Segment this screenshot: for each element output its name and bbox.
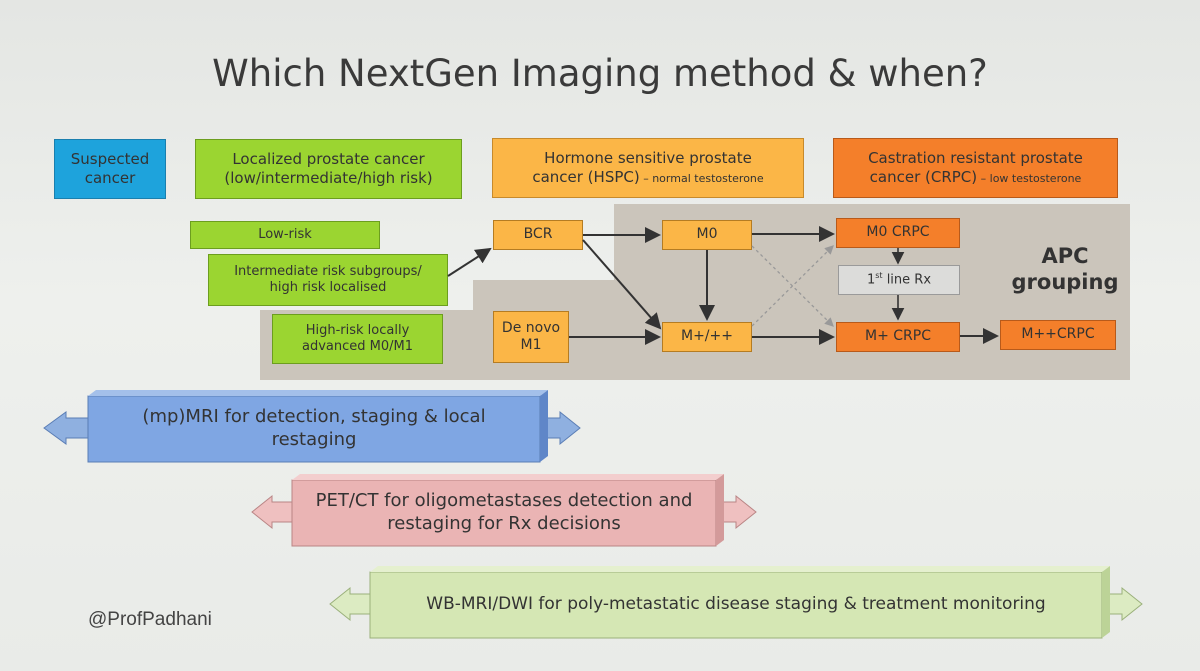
wb-bar-label: WB-MRI/DWI for poly-metastatic disease s… — [370, 593, 1102, 615]
header-suspected-line1: Suspected — [70, 150, 150, 169]
pet-bar-arrow — [251, 474, 757, 547]
high-risk-line2: advanced M0/M1 — [301, 339, 413, 354]
author-handle: @ProfPadhani — [88, 609, 212, 630]
header-crpc-note: – low testosterone — [977, 172, 1082, 185]
arrow-intermediate-to-bcr — [447, 247, 492, 277]
mri-bar-arrow — [43, 390, 581, 463]
mri-label-line1: (mp)MRI for detection, staging & local — [142, 406, 486, 427]
header-hspc-line1: Hormone sensitive prostate — [544, 149, 752, 168]
node-m-plus-label: M+/++ — [681, 328, 733, 345]
node-first-line-rx: 1st line Rx — [838, 265, 960, 295]
arrow-dotted-mplus-to-m0crpc — [751, 245, 834, 327]
intermediate-risk-box: Intermediate risk subgroups/ high risk l… — [208, 254, 448, 306]
node-de-novo-m1: De novo M1 — [493, 311, 569, 363]
node-m0: M0 — [662, 220, 752, 250]
pet-label-line1: PET/CT for oligometastases detection and — [315, 490, 693, 511]
node-de-novo-line1: De novo — [501, 319, 561, 336]
header-localized-cancer: Localized prostate cancer (low/intermedi… — [195, 139, 462, 199]
mri-bar-label: (mp)MRI for detection, staging & local r… — [88, 405, 540, 452]
node-m-plus-crpc: M+ CRPC — [836, 322, 960, 352]
node-m0-crpc: M0 CRPC — [836, 218, 960, 248]
first-line-number: 1 — [866, 272, 876, 288]
intermediate-risk-line1: Intermediate risk subgroups/ — [234, 263, 422, 279]
high-risk-box: High-risk locally advanced M0/M1 — [272, 314, 443, 364]
first-line-label: line Rx — [882, 272, 932, 288]
header-crpc: Castration resistant prostate cancer (CR… — [833, 138, 1118, 198]
apc-label-line2: grouping — [1011, 270, 1119, 295]
header-localized-line1: Localized prostate cancer — [232, 150, 425, 169]
node-m-plus: M+/++ — [662, 322, 752, 352]
pet-bar-label: PET/CT for oligometastases detection and… — [292, 489, 716, 536]
slide-title: Which NextGen Imaging method & when? — [212, 52, 988, 95]
header-hspc-line2: cancer (HSPC) — [532, 168, 640, 186]
wb-label-line1: WB-MRI/DWI for poly-metastatic disease s… — [426, 594, 1046, 614]
mri-label-line2: restaging — [271, 429, 357, 451]
node-m0-crpc-label: M0 CRPC — [866, 224, 930, 241]
apc-grouping-label: APC grouping — [1010, 243, 1120, 296]
apc-label-line1: APC — [1041, 244, 1089, 268]
low-risk-box: Low-risk — [190, 221, 380, 249]
first-line-sup: st — [875, 271, 883, 281]
node-bcr-label: BCR — [523, 226, 553, 243]
header-suspected-cancer: Suspected cancer — [54, 139, 166, 199]
header-hspc-note: – normal testosterone — [639, 172, 764, 185]
node-m0-label: M0 — [696, 226, 718, 243]
arrow-bcr-to-mplus — [582, 239, 662, 330]
header-suspected-line2: cancer — [84, 169, 136, 187]
header-crpc-line2: cancer (CRPC) — [869, 168, 978, 186]
node-m-plusplus-crpc-label: M++CRPC — [1021, 326, 1095, 343]
node-de-novo-line2: M1 — [520, 337, 542, 353]
header-hspc: Hormone sensitive prostate cancer (HSPC)… — [492, 138, 804, 198]
header-localized-line2: (low/intermediate/high risk) — [224, 169, 433, 187]
node-bcr: BCR — [493, 220, 583, 250]
high-risk-line1: High-risk locally — [305, 322, 410, 338]
intermediate-risk-line2: high risk localised — [269, 280, 387, 295]
node-m-plusplus-crpc: M++CRPC — [1000, 320, 1116, 350]
wb-bar-arrow — [329, 566, 1143, 639]
low-risk-label: Low-risk — [258, 226, 312, 242]
header-crpc-line1: Castration resistant prostate — [868, 149, 1083, 168]
pet-label-line2: restaging for Rx decisions — [387, 513, 621, 535]
node-m-plus-crpc-label: M+ CRPC — [865, 328, 931, 345]
